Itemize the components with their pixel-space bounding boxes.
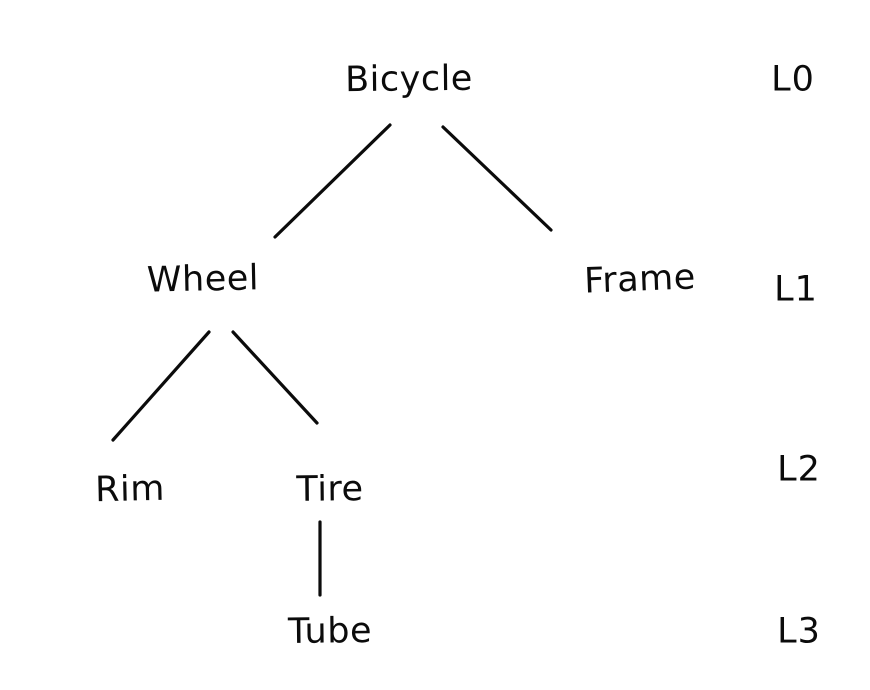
node-bicycle[interactable]: Bicycle — [344, 58, 474, 101]
edges-group — [111, 123, 553, 597]
level-label-l2: L2 — [777, 449, 821, 490]
node-rim[interactable]: Rim — [94, 468, 166, 511]
level-label-l3: L3 — [777, 611, 821, 652]
node-tube[interactable]: Tube — [287, 611, 373, 652]
edge-wheel-to-rim — [111, 330, 211, 442]
edge-bicycle-to-frame — [441, 125, 553, 232]
node-tire[interactable]: Tire — [296, 469, 364, 510]
edge-bicycle-to-wheel — [273, 123, 392, 239]
level-label-l0: L0 — [771, 59, 815, 100]
level-label-l1: L1 — [774, 269, 818, 310]
edge-wheel-to-tire — [231, 330, 319, 425]
node-wheel[interactable]: Wheel — [146, 258, 260, 301]
node-frame[interactable]: Frame — [583, 257, 697, 302]
